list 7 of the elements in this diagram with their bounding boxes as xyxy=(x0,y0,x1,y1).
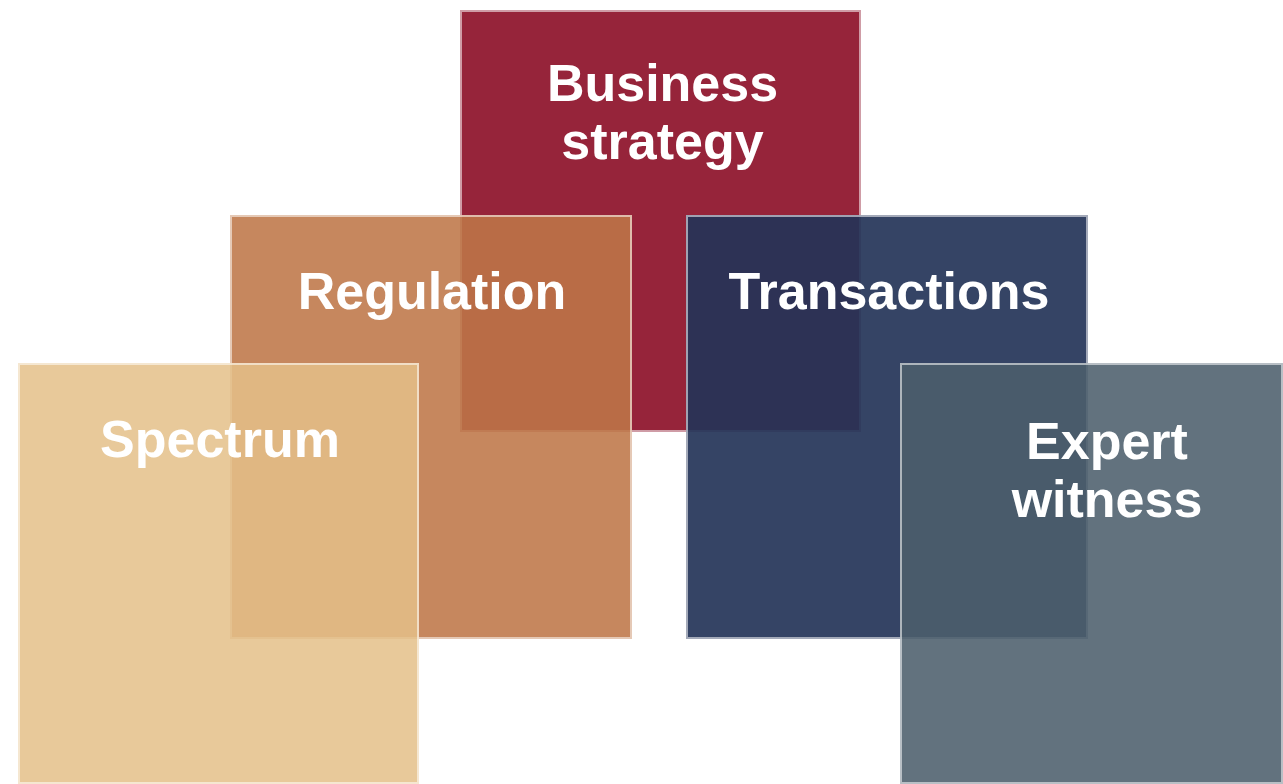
panel-title: Transactions xyxy=(727,262,1051,320)
square-panel xyxy=(18,363,419,784)
panel-title: Spectrum xyxy=(99,410,341,468)
panel-title: Business strategy xyxy=(545,54,780,170)
square-panel xyxy=(900,363,1283,784)
panel-title: Expert witness xyxy=(1010,412,1204,528)
panel-title: Regulation xyxy=(296,262,568,320)
